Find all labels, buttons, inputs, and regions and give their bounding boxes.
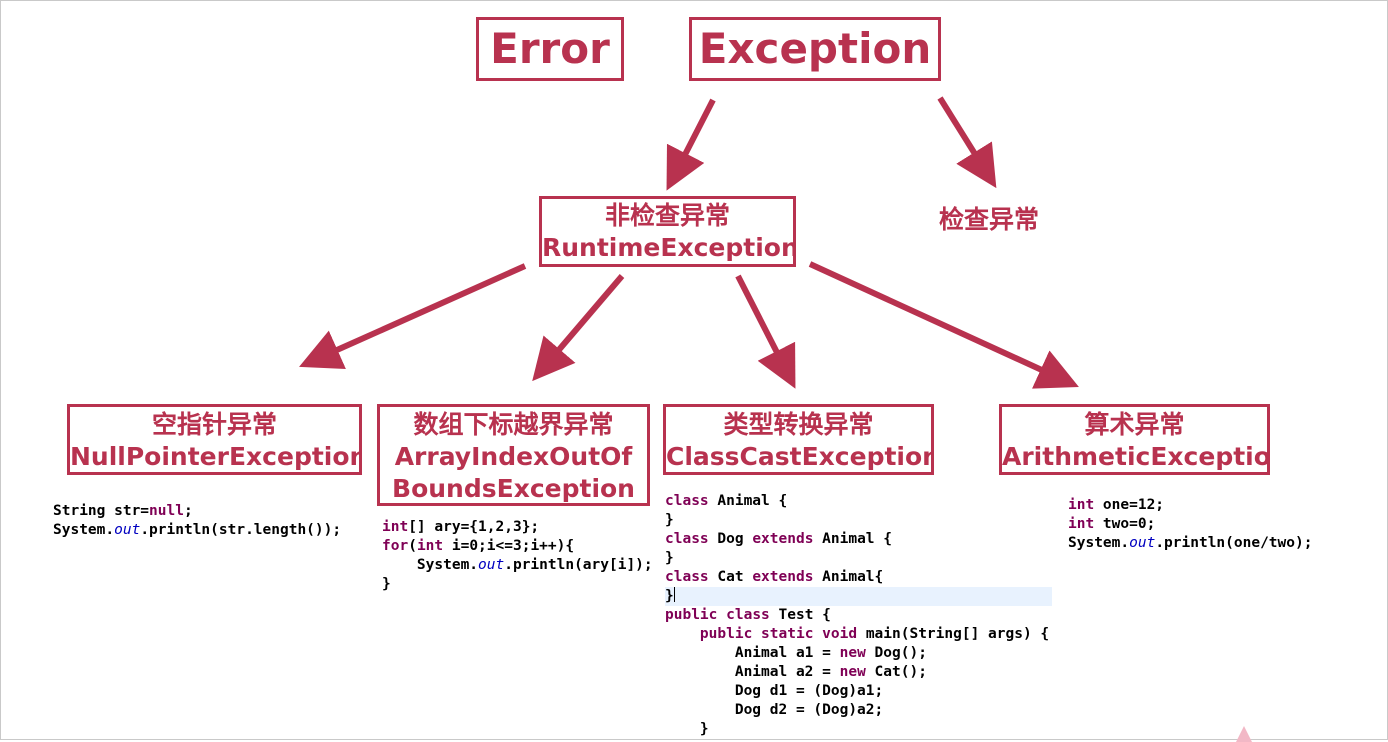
arithmetic-code: int one=12; int two=0; System.out.println(… — [1068, 496, 1312, 553]
classcast-en-label: ClassCastException — [666, 442, 934, 471]
code-line: } — [665, 550, 674, 566]
code-line: class Cat extends Animal{ — [665, 569, 884, 585]
code-line: String str=null; — [53, 503, 193, 519]
nullpointer-cn-label: 空指针异常 — [151, 410, 277, 439]
arrow-runtime-to-nullpointer — [299, 263, 527, 369]
nullpointer-node: 空指针异常 NullPointerException — [67, 404, 362, 475]
error-label: Error — [490, 24, 610, 73]
arrow-runtime-to-arrayindex — [532, 274, 625, 382]
code-line: Dog d1 = (Dog)a1; — [665, 683, 884, 699]
code-line: System.out.println(one/two); — [1068, 535, 1313, 551]
code-line: for(int i=0;i<=3;i++){ — [382, 538, 575, 554]
arrayindex-en-label-2: BoundsException — [392, 474, 635, 503]
arrow-exception-to-runtime — [666, 98, 716, 191]
code-line: Dog d2 = (Dog)a2; — [665, 702, 884, 718]
unchecked-en-label: RuntimeException — [542, 233, 796, 262]
code-line: } — [665, 721, 709, 737]
arithmetic-cn-label: 算术异常 — [1084, 410, 1185, 439]
nullpointer-en-label: NullPointerException — [70, 442, 362, 471]
code-line: } — [665, 512, 674, 528]
code-line-highlighted: } — [665, 587, 1052, 606]
arrayindex-cn-label: 数组下标越界异常 — [413, 410, 614, 439]
classcast-code: class Animal {} class Dog extends Animal … — [665, 492, 1052, 739]
code-line: System.out.println(str.length()); — [53, 522, 342, 538]
code-line: public class Test { — [665, 607, 831, 623]
watermark-logo-icon — [1236, 726, 1252, 742]
code-line: public static void main(String[] args) { — [699, 626, 1050, 642]
checked-exception-label: 检查异常 — [939, 205, 1040, 234]
exception-node: Exception — [689, 17, 941, 81]
unchecked-cn-label: 非检查异常 — [604, 201, 730, 230]
exception-label: Exception — [698, 24, 932, 73]
code-line: int two=0; — [1068, 516, 1156, 532]
code-line: Animal a2 = new Cat(); — [665, 664, 927, 680]
classcast-node: 类型转换异常 ClassCastException — [663, 404, 934, 475]
arrow-exception-to-checked — [937, 96, 997, 189]
code-line: int[] ary={1,2,3}; — [382, 519, 540, 535]
code-line: System.out.println(ary[i]); — [382, 557, 653, 573]
arithmetic-node: 算术异常 ArithmeticExceptio — [999, 404, 1270, 475]
code-line: class Animal { — [665, 493, 788, 509]
arrow-runtime-to-classcast — [735, 274, 796, 389]
code-line: Animal a1 = new Dog(); — [665, 645, 927, 661]
arrayindex-code: int[] ary={1,2,3}; for(int i=0;i<=3;i++){… — [382, 518, 653, 594]
error-node: Error — [476, 17, 624, 81]
arrayindex-en-label: ArrayIndexOutOf — [394, 442, 633, 471]
arrow-runtime-to-arithmetic — [808, 261, 1079, 389]
runtime-exception-node: 非检查异常 RuntimeException — [539, 196, 796, 267]
code-line: int one=12; — [1068, 497, 1165, 513]
code-line: } — [382, 576, 391, 592]
arithmetic-en-label: ArithmeticExceptio — [1002, 442, 1270, 471]
nullpointer-code: String str=null; System.out.println(str.l… — [53, 502, 341, 540]
classcast-cn-label: 类型转换异常 — [723, 410, 874, 439]
arrayindex-node: 数组下标越界异常 ArrayIndexOutOf BoundsException — [377, 404, 650, 506]
code-line: class Dog extends Animal { — [665, 531, 892, 547]
